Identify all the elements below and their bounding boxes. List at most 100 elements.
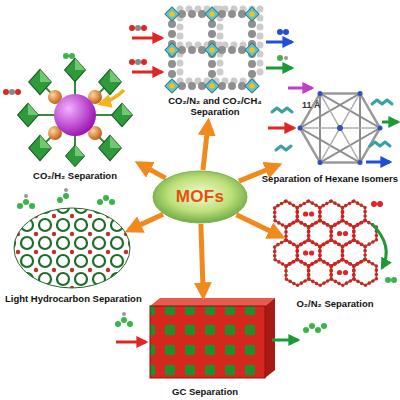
- co2-framework: [132, 37, 162, 40]
- separation-panel: GC Separation: [140, 300, 270, 398]
- o2-n2-framework: [275, 201, 377, 286]
- connector-arrow: [201, 224, 203, 295]
- o2-n2-framework: [275, 201, 377, 286]
- separation-panel: O₂/N₂ Separation: [285, 215, 385, 310]
- hexane-framework: [358, 160, 363, 165]
- co2-h2-framework: [112, 103, 133, 126]
- hexane-framework: [318, 91, 323, 96]
- hydrocarbon-framework: [63, 193, 69, 199]
- co2-h2-framework: [100, 90, 124, 104]
- hydrocarbon-framework: [29, 203, 35, 209]
- hexane-framework: [300, 93, 380, 162]
- co2-h2-framework: [29, 135, 51, 160]
- panel-caption: CO₂/H₂ Separation: [33, 171, 117, 182]
- connector-arrow: [203, 123, 208, 170]
- hexane-framework: [358, 91, 363, 96]
- co2-framework: [283, 29, 289, 35]
- panel-caption: O₂/N₂ Separation: [296, 299, 373, 310]
- hydrocarbon-framework: [109, 199, 115, 205]
- co2-h2-framework: [9, 89, 15, 95]
- co2-framework: [277, 55, 283, 61]
- hydrocarbon-framework: [17, 203, 23, 209]
- hexane-framework: [318, 160, 323, 165]
- ellipse-label: MOFs: [176, 187, 224, 207]
- hexane-framework: [370, 142, 390, 146]
- co2-framework: [129, 25, 135, 31]
- co2-framework: [245, 79, 259, 93]
- o2-n2-framework: [337, 270, 342, 275]
- gc-framework: [116, 341, 146, 344]
- co2-framework: [266, 67, 292, 70]
- co2-framework: [205, 43, 219, 57]
- connector-arrow: [130, 214, 164, 230]
- gc-framework: [122, 312, 126, 316]
- o2-n2-framework: [372, 224, 386, 268]
- co2-h2-framework: [18, 103, 39, 126]
- co2-framework: [141, 25, 147, 31]
- hexane-framework: [382, 121, 398, 124]
- gc-framework: [115, 321, 121, 327]
- co2-h2-framework: [99, 135, 121, 160]
- co2-h2-framework: [3, 89, 9, 95]
- o2-n2-framework: [309, 250, 314, 255]
- gc-framework: [150, 298, 275, 306]
- o2-n2-framework: [385, 277, 391, 283]
- co2-framework: [132, 71, 162, 74]
- co2-framework: [129, 7, 292, 93]
- gc-framework: [272, 339, 298, 342]
- co2-h2-framework: [54, 94, 96, 136]
- o2-n2-framework: [303, 211, 308, 216]
- hexane-framework: [272, 108, 292, 112]
- co2-h2-framework: [65, 58, 86, 81]
- co2-framework: [284, 56, 288, 60]
- hydrocarbon-framework: [103, 195, 109, 201]
- hydrocarbon-framework: [64, 188, 68, 192]
- co2-framework: [165, 79, 179, 93]
- dimension-label: 11 Å: [302, 100, 321, 110]
- gc-framework: [115, 298, 327, 378]
- co2-framework: [277, 29, 283, 35]
- gc-framework: [150, 306, 265, 378]
- panel-caption: Separation of Hexane Isomers: [262, 174, 398, 185]
- panel-caption: Light Hydrocarbon Separation: [5, 294, 142, 305]
- gc-framework: [321, 323, 327, 329]
- o2-n2-framework: [275, 201, 397, 286]
- connector-arrow: [236, 215, 280, 236]
- hydrocarbon-framework: [14, 208, 130, 288]
- co2-framework: [245, 43, 259, 57]
- co2-h2-framework: [69, 53, 75, 59]
- co2-framework: [172, 14, 252, 86]
- co2-h2-framework: [63, 53, 69, 59]
- hexane-framework: [366, 161, 390, 164]
- co2-framework: [135, 59, 141, 65]
- co2-framework: [180, 9, 260, 81]
- co2-h2-framework: [29, 69, 51, 94]
- o2-n2-framework: [337, 231, 342, 236]
- co2-framework: [205, 7, 219, 21]
- co2-h2-framework: [99, 69, 121, 94]
- co2-framework: [266, 41, 292, 44]
- co2-h2-framework: [65, 145, 84, 167]
- gc-framework: [121, 317, 127, 323]
- hexane-framework: [268, 88, 398, 165]
- hexane-framework: [337, 125, 343, 131]
- hexane-framework: [298, 126, 303, 131]
- separation-panel: Separation of Hexane Isomers: [282, 95, 398, 185]
- o2-n2-framework: [377, 201, 383, 207]
- co2-framework: [245, 7, 259, 21]
- gc-framework: [127, 321, 133, 327]
- co2-framework: [165, 43, 179, 57]
- hexane-framework: [372, 100, 392, 104]
- gc-framework: [309, 323, 315, 329]
- gc-framework: [265, 298, 275, 378]
- gc-framework: [303, 327, 309, 333]
- hexane-framework: [288, 87, 312, 90]
- hydrocarbon-framework: [24, 194, 28, 198]
- ellipse-outline: [153, 171, 247, 223]
- co2-framework: [129, 59, 135, 65]
- panel-caption: GC Separation: [172, 387, 238, 398]
- hexane-framework: [276, 146, 291, 150]
- hexane-framework: [300, 93, 380, 162]
- panel-caption: CO₂/N₂ and CO₂/CH₄ Separation: [150, 96, 280, 118]
